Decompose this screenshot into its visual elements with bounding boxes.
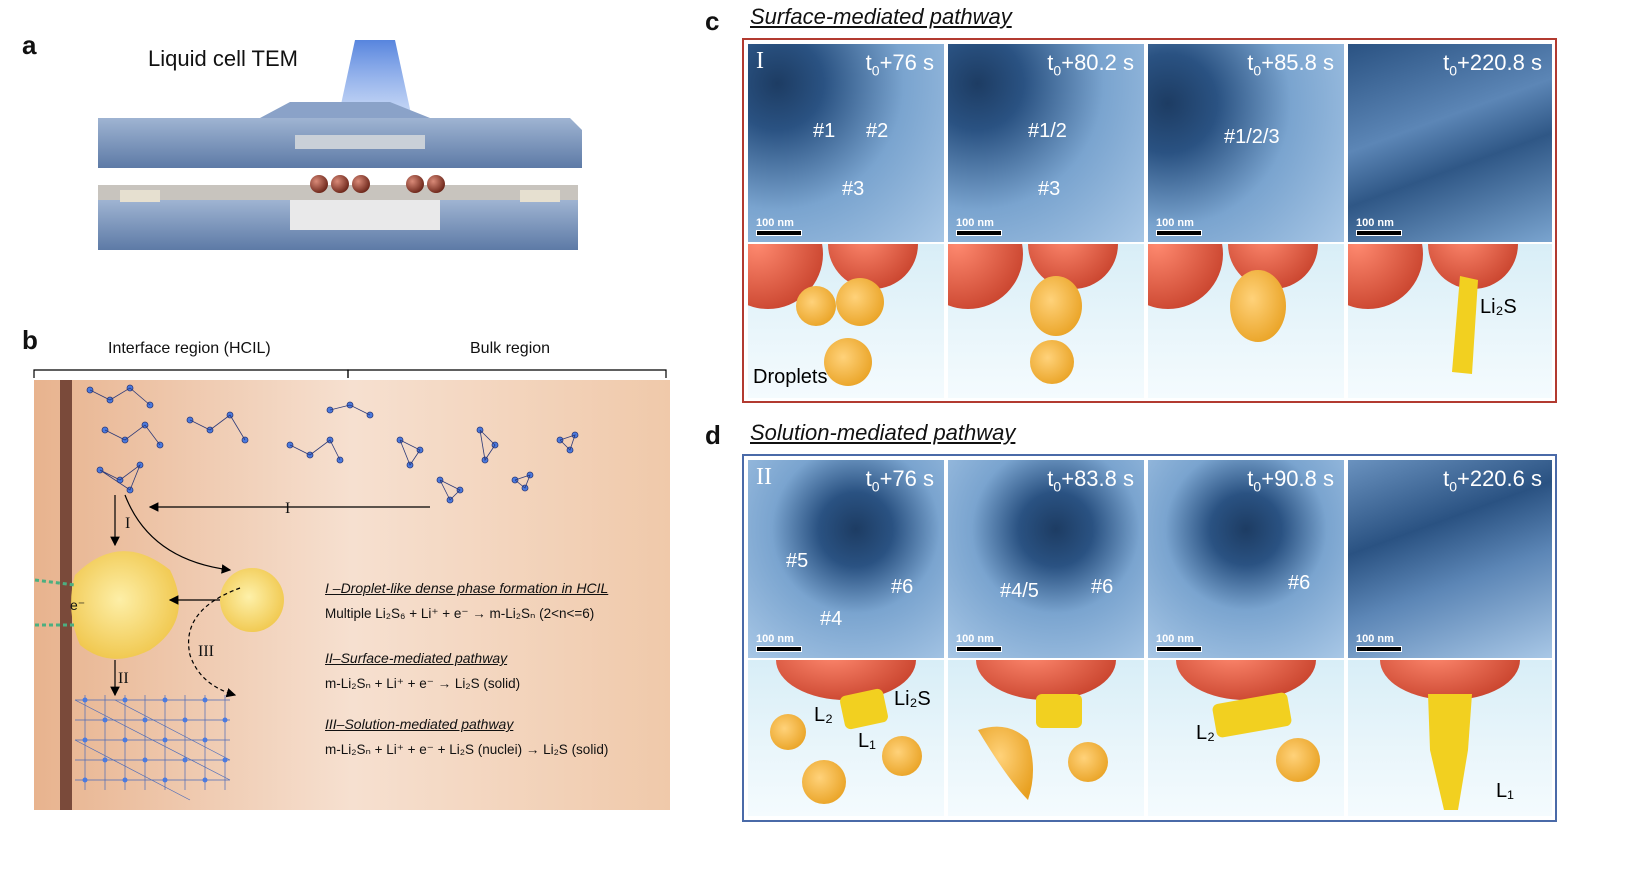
scale-bar: 100 nm <box>1356 633 1402 652</box>
illustration-c1: Droplets <box>748 244 944 398</box>
illustration-c3 <box>1148 244 1344 398</box>
scale-bar: 100 nm <box>1356 217 1402 236</box>
tem-frame-c4: t0+220.8 s 100 nm <box>1348 44 1552 242</box>
interface-region-label: Interface region (HCIL) <box>108 340 271 357</box>
eq3-heading: III–Solution-mediated pathway <box>325 716 514 732</box>
liquid-cell-illustration <box>98 40 582 250</box>
eq2-heading: II–Surface-mediated pathway <box>325 650 508 666</box>
arrow-label-I-down: I <box>125 515 131 532</box>
panel-c-frame <box>742 38 1557 403</box>
tem-frame-d4: t0+220.6 s 100 nm <box>1348 460 1552 658</box>
eq1-heading: I –Droplet-like dense phase formation in… <box>325 580 609 596</box>
time-stamp-d3: t0+90.8 s <box>1247 466 1334 495</box>
tem-frame-d1: II t0+76 s #5 #6 #4 100 nm <box>748 460 944 658</box>
time-stamp-d2: t0+83.8 s <box>1047 466 1134 495</box>
panel-letter-a: a <box>22 30 37 60</box>
li2s-label-c: Li₂S <box>1480 296 1517 318</box>
roman-numeral-d: II <box>756 464 772 490</box>
tem-frame-d3: t0+90.8 s #6 100 nm <box>1148 460 1344 658</box>
scale-bar: 100 nm <box>956 633 1002 652</box>
panel-d-frame <box>742 454 1557 822</box>
illustration-d1: Li₂S L₂ L₁ <box>748 660 944 816</box>
electron-label: e⁻ <box>70 597 86 613</box>
tem-frame-c3: t0+85.8 s #1/2/3 100 nm <box>1148 44 1344 242</box>
panel-letter-b: b <box>22 325 38 355</box>
time-stamp-d4: t0+220.6 s <box>1443 466 1542 495</box>
mechanism-diagram <box>33 369 670 810</box>
droplet-label-c1b: #2 <box>866 120 889 142</box>
illustration-c4: Li₂S <box>1348 244 1552 398</box>
time-stamp-d1: t0+76 s <box>865 466 934 495</box>
scale-bar: 100 nm <box>756 217 802 236</box>
l2-label-d3: L₂ <box>1196 722 1215 744</box>
tem-frame-c2: t0+80.2 s #1/2 #3 100 nm <box>948 44 1144 242</box>
arrow-label-II: II <box>118 670 129 687</box>
droplet-label-d1c: #4 <box>820 608 843 630</box>
illustration-d4: L₁ <box>1348 660 1552 816</box>
l1-label-d4: L₁ <box>1496 780 1514 802</box>
eq2: m-Li₂Sₙ + Li⁺ + e⁻ → Li₂S (solid) <box>325 676 521 691</box>
illustration-c2 <box>948 244 1144 398</box>
droplet-label-d2b: #6 <box>1091 576 1114 598</box>
droplet-label-c3a: #1/2/3 <box>1224 126 1280 148</box>
droplet-label-d1b: #6 <box>891 576 914 598</box>
droplet-label-c2b: #3 <box>1038 178 1061 200</box>
scale-bar: 100 nm <box>756 633 802 652</box>
panel-letter-c: c <box>705 6 720 36</box>
eq1: Multiple Li₂S₆ + Li⁺ + e⁻ → m-Li₂Sₙ (2<n… <box>325 606 595 621</box>
tem-frame-c1: I t0+76 s #1 #2 #3 100 nm <box>748 44 944 242</box>
panel-d-title: Solution-mediated pathway <box>750 420 1016 445</box>
panel-a-title: Liquid cell TEM <box>148 46 298 71</box>
time-stamp-c1: t0+76 s <box>865 50 934 79</box>
roman-numeral-c: I <box>756 48 764 74</box>
droplet-label-c1a: #1 <box>813 120 836 142</box>
panel-letter-d: d <box>705 420 721 450</box>
droplet-label-c1c: #3 <box>842 178 865 200</box>
scale-bar: 100 nm <box>1156 633 1202 652</box>
droplet-label-d2a: #4/5 <box>1000 580 1039 602</box>
arrow-label-III: III <box>198 643 214 660</box>
illustration-d3: L₂ <box>1148 660 1344 816</box>
eq3: m-Li₂Sₙ + Li⁺ + e⁻ + Li₂S (nuclei) → Li₂… <box>325 742 609 757</box>
droplet-label-d3a: #6 <box>1288 572 1311 594</box>
time-stamp-c3: t0+85.8 s <box>1247 50 1334 79</box>
tem-frame-d2: t0+83.8 s #4/5 #6 100 nm <box>948 460 1144 658</box>
li2s-label-d: Li₂S <box>894 688 931 710</box>
time-stamp-c4: t0+220.8 s <box>1443 50 1542 79</box>
time-stamp-c2: t0+80.2 s <box>1047 50 1134 79</box>
scale-bar: 100 nm <box>956 217 1002 236</box>
l2-label-d1: L₂ <box>814 704 833 726</box>
panel-c-title: Surface-mediated pathway <box>750 4 1012 29</box>
bulk-region-label: Bulk region <box>470 340 551 357</box>
droplet-label-d1a: #5 <box>786 550 809 572</box>
droplet-label-c2a: #1/2 <box>1028 120 1067 142</box>
droplets-label: Droplets <box>753 366 828 388</box>
l1-label-d1: L₁ <box>858 730 876 752</box>
arrow-label-I-top: I <box>285 500 291 517</box>
scale-bar: 100 nm <box>1156 217 1202 236</box>
illustration-d2 <box>948 660 1144 816</box>
